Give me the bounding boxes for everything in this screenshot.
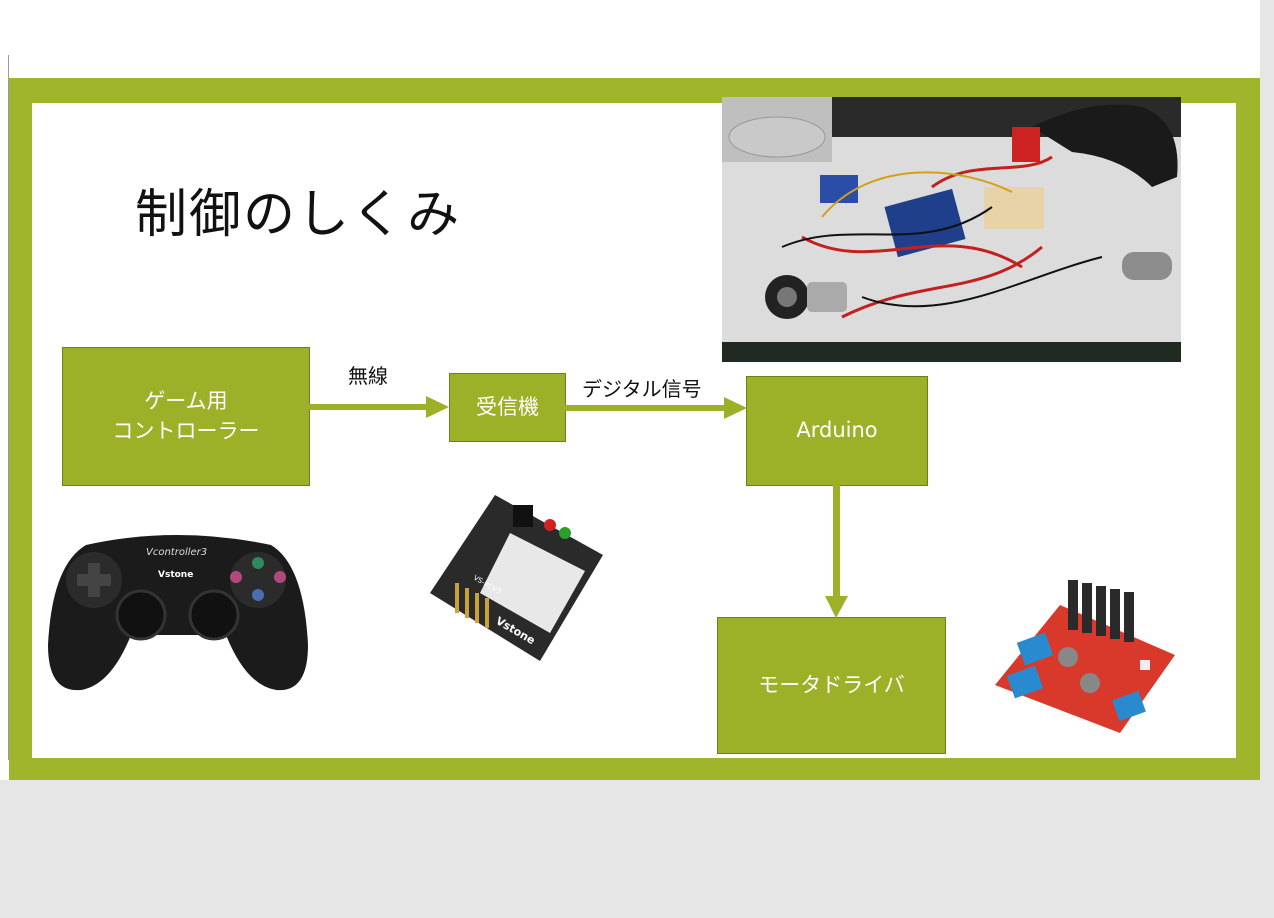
arrow-arduino-to-driver	[833, 484, 840, 598]
game-controller-image: Vcontroller3 Vstone	[46, 525, 310, 697]
receiver-box-label: 受信機	[476, 394, 539, 419]
arrow-controller-to-receiver	[308, 404, 428, 410]
controller-logo-text: Vcontroller3	[146, 547, 207, 558]
motor-driver-illustration	[995, 580, 1175, 733]
arduino-box: Arduino	[746, 376, 928, 486]
wireless-label: 無線	[348, 364, 388, 388]
receiver-board-illustration: Vstone VS-RCV3	[430, 495, 603, 661]
circuit-photo	[722, 97, 1181, 362]
arrow-receiver-to-arduino	[564, 405, 726, 411]
arduino-box-label: Arduino	[796, 418, 878, 443]
left-edge-line	[8, 55, 9, 760]
circuit-photo-illustration	[722, 97, 1181, 362]
digital-signal-label: デジタル信号	[582, 377, 702, 401]
controller-box: ゲーム用 コントローラー	[62, 347, 310, 486]
background-gray-edge	[1260, 0, 1274, 918]
controller-brand-text: Vstone	[158, 570, 193, 580]
slide-title: 制御のしくみ	[135, 185, 462, 245]
arrowhead-arduino-to-driver	[825, 596, 848, 618]
receiver-box: 受信機	[449, 373, 566, 442]
motor-driver-box-label: モータドライバ	[758, 672, 905, 697]
arrowhead-controller-to-receiver	[426, 396, 449, 418]
receiver-board-image: Vstone VS-RCV3	[425, 493, 605, 663]
background-gray-strip	[0, 780, 1274, 918]
controller-box-label: ゲーム用 コントローラー	[112, 389, 260, 443]
arrowhead-receiver-to-arduino	[724, 397, 747, 419]
motor-driver-image	[990, 575, 1180, 735]
game-controller-illustration: Vcontroller3 Vstone	[48, 535, 308, 691]
motor-driver-box: モータドライバ	[717, 617, 946, 754]
